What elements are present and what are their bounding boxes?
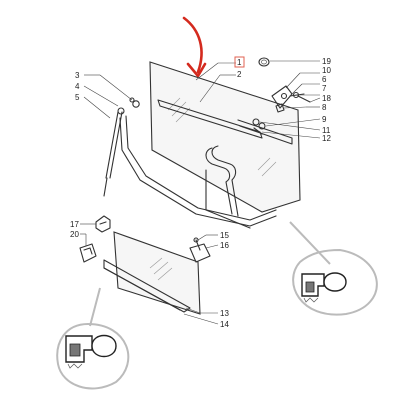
label-4: 4 bbox=[75, 82, 80, 91]
label-3: 3 bbox=[75, 71, 80, 80]
label-13: 13 bbox=[220, 309, 229, 318]
brackets bbox=[79, 215, 211, 263]
label-18: 18 bbox=[322, 94, 331, 103]
highlight-arrow-head bbox=[186, 62, 207, 78]
label-20: 20 bbox=[70, 230, 79, 239]
label-6: 6 bbox=[322, 75, 327, 84]
label-14: 14 bbox=[220, 320, 229, 329]
label-5: 5 bbox=[75, 93, 80, 102]
label-8: 8 bbox=[322, 103, 327, 112]
label-17: 17 bbox=[70, 220, 79, 229]
label-2: 2 bbox=[237, 70, 242, 79]
highlight-box-part-1 bbox=[234, 56, 245, 68]
label-9: 9 bbox=[322, 115, 327, 124]
label-1: 1 bbox=[237, 58, 242, 67]
label-12: 12 bbox=[322, 134, 331, 143]
highlight-arrow bbox=[182, 16, 203, 74]
rear-window-glass bbox=[149, 61, 301, 213]
label-11: 11 bbox=[322, 126, 331, 135]
label-19: 19 bbox=[322, 57, 331, 66]
label-15: 15 bbox=[220, 231, 229, 240]
label-16: 16 bbox=[220, 241, 229, 250]
callout-lower-left bbox=[56, 287, 130, 390]
label-10: 10 bbox=[322, 66, 331, 75]
lower-window-glass bbox=[103, 231, 201, 315]
window-frame-tube bbox=[119, 115, 277, 229]
label-7: 7 bbox=[322, 84, 327, 93]
leader-lines bbox=[80, 60, 321, 325]
callout-upper-right bbox=[289, 221, 378, 316]
hinge-hardware bbox=[252, 57, 311, 135]
gas-strut bbox=[103, 97, 140, 197]
